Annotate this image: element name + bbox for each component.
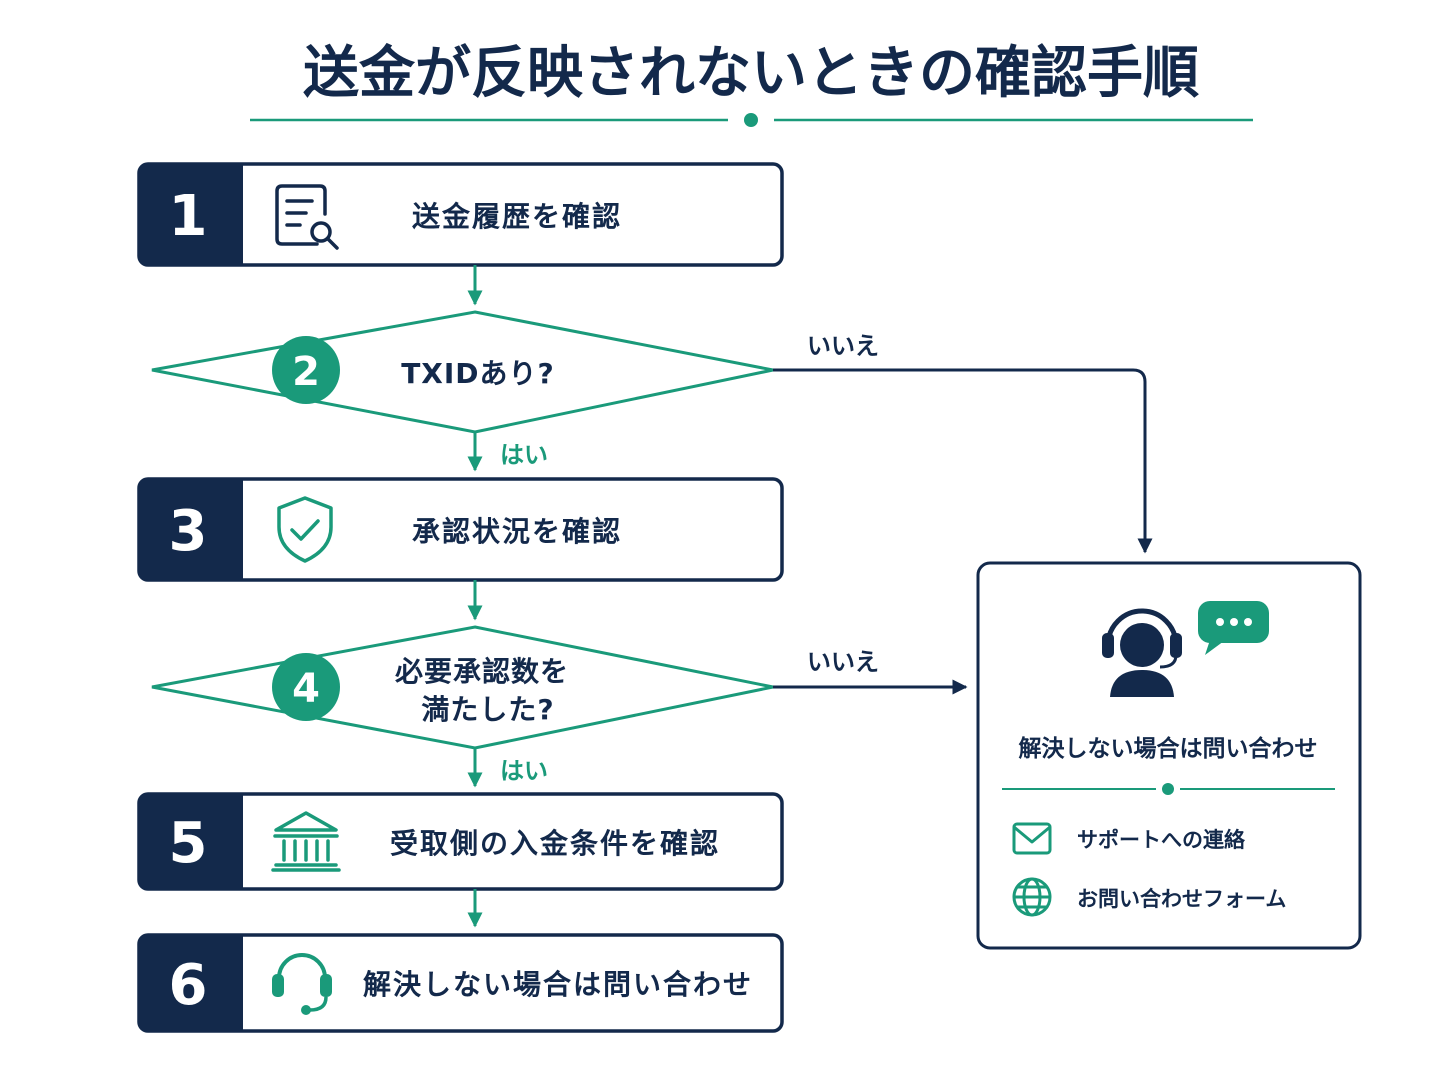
mail-icon	[1012, 822, 1052, 855]
step-5-label: 受取側の入金条件を確認	[390, 827, 720, 860]
bank-icon	[271, 811, 341, 872]
decision-4-question-line2: 満たした?	[421, 693, 554, 726]
headset-icon	[272, 953, 332, 1015]
decision-2: 2 TXIDあり?	[151, 310, 774, 434]
decision-2-yes-label: はい	[500, 441, 548, 469]
shield-check-icon	[277, 496, 333, 563]
globe-icon	[1012, 877, 1052, 917]
decision-4-yes-label: はい	[500, 757, 548, 785]
step-3-label: 承認状況を確認	[412, 515, 622, 548]
support-item-contact[interactable]: サポートへの連絡	[1077, 828, 1246, 852]
step-5-box: 5 受取側の入金条件を確認	[137, 792, 784, 891]
decision-2-no-label: いいえ	[807, 332, 879, 360]
chat-bubble-icon	[1198, 601, 1269, 655]
decision-4-question-line1: 必要承認数を	[395, 655, 569, 688]
connector-2-no	[773, 368, 1153, 554]
page-title: 送金が反映されないときの確認手順	[303, 41, 1199, 106]
decision-4-no-label: いいえ	[807, 648, 879, 676]
decision-4: 4 必要承認数を 満たした?	[151, 625, 774, 750]
decision-2-question: TXIDあり?	[401, 357, 555, 390]
support-agent-icon	[1102, 608, 1182, 697]
support-divider	[1002, 783, 1335, 795]
step-6-box: 6 解決しない場合は問い合わせ	[137, 933, 784, 1033]
decision-4-number: 4	[292, 666, 320, 712]
step-1-label: 送金履歴を確認	[412, 200, 622, 233]
step-5-number: 5	[169, 811, 208, 876]
support-item-form[interactable]: お問い合わせフォーム	[1077, 887, 1286, 911]
title-divider	[250, 113, 1253, 127]
step-1-box: 1 送金履歴を確認	[137, 162, 784, 267]
step-6-label: 解決しない場合は問い合わせ	[363, 968, 753, 1001]
decision-2-number: 2	[292, 349, 320, 395]
step-3-number: 3	[169, 499, 208, 564]
document-search-icon	[275, 184, 339, 250]
support-heading: 解決しない場合は問い合わせ	[1019, 735, 1318, 762]
support-box: 解決しない場合は問い合わせ サポートへの連絡 お問い合わせフォーム	[976, 561, 1362, 950]
step-3-box: 3 承認状況を確認	[137, 477, 784, 582]
step-1-number: 1	[169, 184, 208, 249]
step-6-number: 6	[169, 953, 208, 1018]
